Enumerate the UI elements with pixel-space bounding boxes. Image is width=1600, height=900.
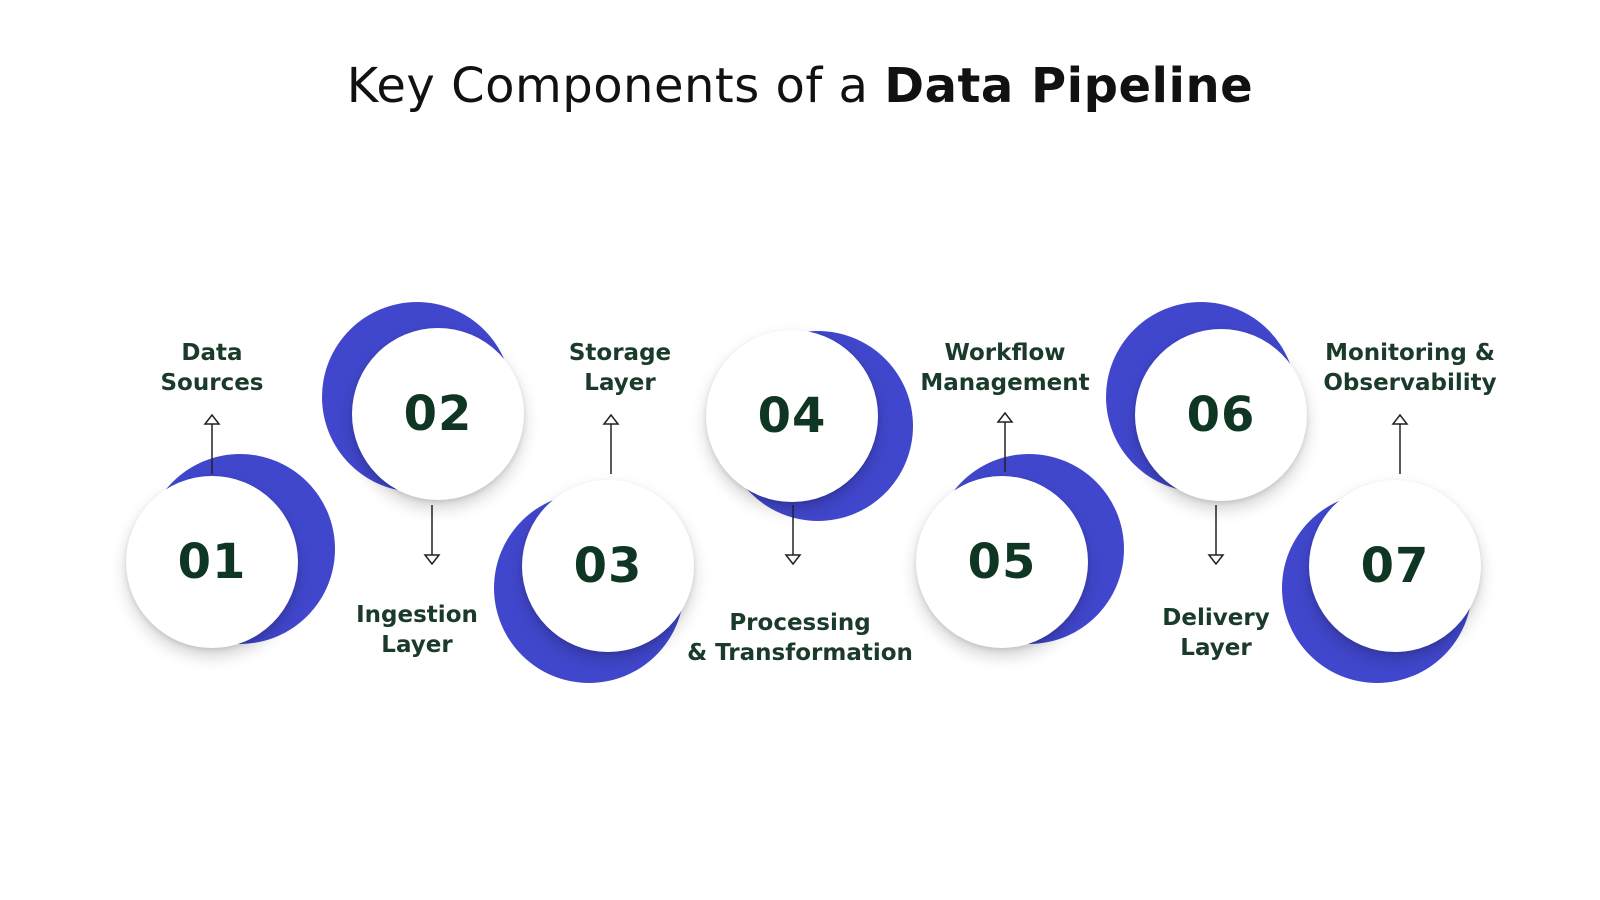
arrow-down-icon — [784, 505, 802, 566]
step-circle: 04 — [706, 330, 878, 502]
step-circle: 05 — [916, 476, 1088, 648]
arrow-down-icon — [1207, 505, 1225, 566]
label-line-1: Delivery — [1162, 605, 1270, 631]
arrow-up-icon — [996, 411, 1014, 472]
label-line-2: Layer — [1180, 635, 1252, 661]
arrow-down-icon — [423, 505, 441, 566]
step-label: Workflow Management — [875, 338, 1135, 398]
label-line-2: Observability — [1323, 370, 1497, 396]
step-label: Storage Layer — [490, 338, 750, 398]
step-label: Ingestion Layer — [287, 600, 547, 660]
label-line-2: & Transformation — [687, 640, 913, 666]
step-label: Monitoring & Observability — [1280, 338, 1540, 398]
label-line-1: Data — [181, 340, 243, 366]
label-line-1: Storage — [568, 340, 672, 366]
arrow-up-icon — [1391, 413, 1409, 474]
step-circle: 06 — [1135, 329, 1307, 501]
label-line-2: Management — [920, 370, 1090, 396]
step-number: 01 — [177, 534, 247, 590]
label-line-1: Processing — [729, 610, 871, 636]
step-number: 05 — [967, 534, 1037, 590]
step-circle: 02 — [352, 328, 524, 500]
step-number: 06 — [1186, 387, 1256, 443]
label-line-1: Workflow — [944, 340, 1066, 366]
step-circle: 03 — [522, 480, 694, 652]
step-label: Data Sources — [82, 338, 342, 398]
step-number: 07 — [1360, 538, 1430, 594]
label-line-2: Layer — [584, 370, 656, 396]
step-number: 03 — [573, 538, 643, 594]
page-title: Key Components of a Data Pipeline — [0, 58, 1600, 114]
step-circle: 01 — [126, 476, 298, 648]
step-number: 02 — [403, 386, 473, 442]
arrow-up-icon — [203, 413, 221, 474]
step-circle: 07 — [1309, 480, 1481, 652]
title-emphasis: Data Pipeline — [884, 58, 1254, 114]
label-line-1: Ingestion — [356, 602, 478, 628]
label-line-2: Layer — [381, 632, 453, 658]
step-number: 04 — [757, 388, 827, 444]
label-line-2: Sources — [160, 370, 264, 396]
arrow-up-icon — [602, 413, 620, 474]
step-label: Processing & Transformation — [668, 608, 932, 668]
label-line-1: Monitoring & — [1325, 340, 1495, 366]
step-label: Delivery Layer — [1086, 603, 1346, 663]
title-prefix: Key Components of a — [346, 58, 869, 114]
